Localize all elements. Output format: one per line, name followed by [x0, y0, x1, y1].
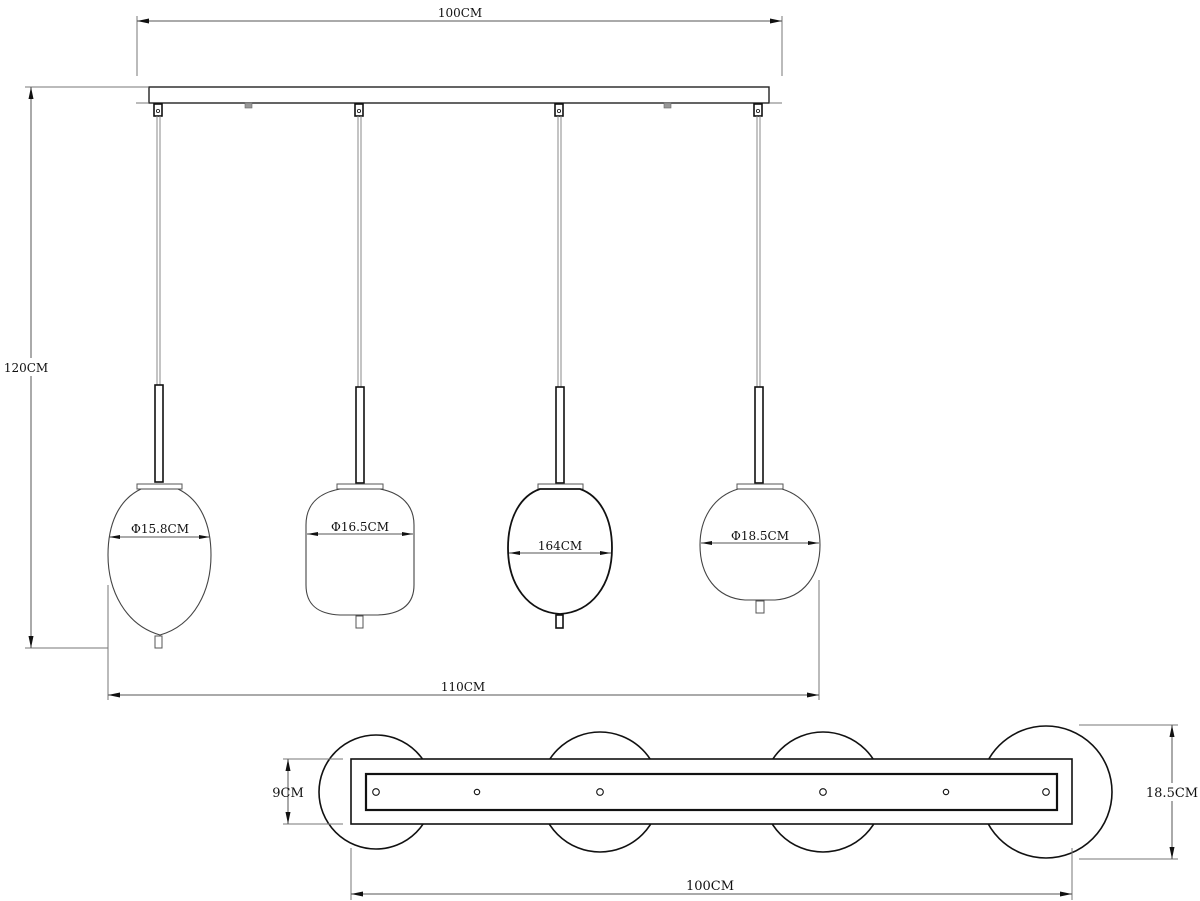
arrow-left: [108, 692, 120, 698]
label-background: [0, 358, 50, 376]
arrow-left: [137, 18, 149, 24]
cord-clip: [153, 103, 163, 117]
total-height-label: 120CM: [4, 361, 48, 375]
canopy-width-label: 100CM: [438, 6, 482, 20]
base-length-dimension: 100CM: [350, 848, 1073, 900]
shade-glass: [699, 488, 821, 601]
base-length-label: 100CM: [686, 879, 734, 894]
arrow-right: [600, 551, 611, 555]
arrow-left: [701, 541, 712, 545]
total-height-dimension: 120CM: [0, 86, 148, 649]
arrow-left: [109, 535, 120, 539]
cord-clip: [753, 103, 763, 117]
canopy-bar: [148, 86, 770, 104]
arrow-top: [28, 87, 34, 99]
shade-3-diameter-label: 164CM: [538, 539, 582, 553]
shade-glass: [305, 488, 415, 616]
cord-clip: [554, 103, 564, 117]
base-depth-dimension: 9CM: [272, 758, 343, 825]
arrow-bottom: [285, 812, 291, 824]
arrow-right: [199, 535, 210, 539]
shade-diameter-label: 18.5CM: [1146, 786, 1198, 801]
canopy-screw: [663, 102, 672, 109]
mount-hole: [1042, 788, 1050, 796]
canopy-width-dimension: 100CM: [136, 6, 783, 76]
front-view: 100CM: [0, 6, 821, 700]
arrow-right: [807, 692, 819, 698]
arrow-right: [402, 532, 413, 536]
shade-collar: [336, 483, 384, 490]
shade-collar: [736, 483, 784, 490]
shade-diameter-dimension: 18.5CM: [1079, 724, 1200, 860]
shade-finial: [355, 615, 364, 629]
mount-hole: [942, 788, 950, 796]
clip-screw-icon: [356, 109, 361, 114]
suspension-hardware: [153, 103, 764, 484]
shade-3: 164CM: [507, 483, 613, 629]
arrow-left: [307, 532, 318, 536]
shade-finial: [555, 614, 564, 629]
shade-finial: [154, 635, 163, 649]
cord-clip: [354, 103, 364, 117]
arrow-right: [1060, 891, 1072, 897]
stem-rod: [555, 386, 565, 484]
clip-screw-icon: [557, 109, 562, 114]
canopy-screw: [244, 102, 253, 109]
stem-rod: [154, 384, 164, 483]
stem-rod: [754, 386, 764, 484]
clip-screw-icon: [155, 109, 160, 114]
arrow-top: [285, 759, 291, 771]
label-background: [1148, 783, 1200, 801]
arrow-bottom: [28, 636, 34, 648]
arrow-right: [770, 18, 782, 24]
shade-glass: [107, 488, 212, 636]
shade-4: Φ18.5CM: [699, 483, 821, 614]
shade-1: Φ15.8CM: [107, 483, 212, 649]
arrow-bottom: [1169, 847, 1175, 859]
shade-glass: [507, 488, 613, 615]
canopy: [135, 86, 782, 109]
shade-1-diameter-label: Φ15.8CM: [131, 522, 189, 536]
mount-hole: [596, 788, 604, 796]
shade-4-diameter-label: Φ18.5CM: [731, 529, 789, 543]
overall-width-dimension: 110CM: [107, 580, 820, 700]
shade-2: Φ16.5CM: [305, 483, 415, 629]
overall-width-label: 110CM: [441, 680, 485, 694]
arrow-left: [509, 551, 520, 555]
stem-rod: [355, 386, 365, 484]
inner-plate: [364, 772, 1059, 812]
top-view: 9CM 18.5CM 100CM: [272, 724, 1200, 900]
mount-hole: [372, 788, 380, 796]
arrow-top: [1169, 725, 1175, 737]
clip-screw-icon: [756, 109, 761, 114]
shade-2-diameter-label: Φ16.5CM: [331, 520, 389, 534]
base-depth-label: 9CM: [272, 786, 304, 801]
arrow-left: [351, 891, 363, 897]
mount-hole: [819, 788, 827, 796]
shade-collar: [136, 483, 183, 490]
mount-hole: [473, 788, 481, 796]
arrow-right: [808, 541, 819, 545]
shade-finial: [755, 600, 765, 614]
